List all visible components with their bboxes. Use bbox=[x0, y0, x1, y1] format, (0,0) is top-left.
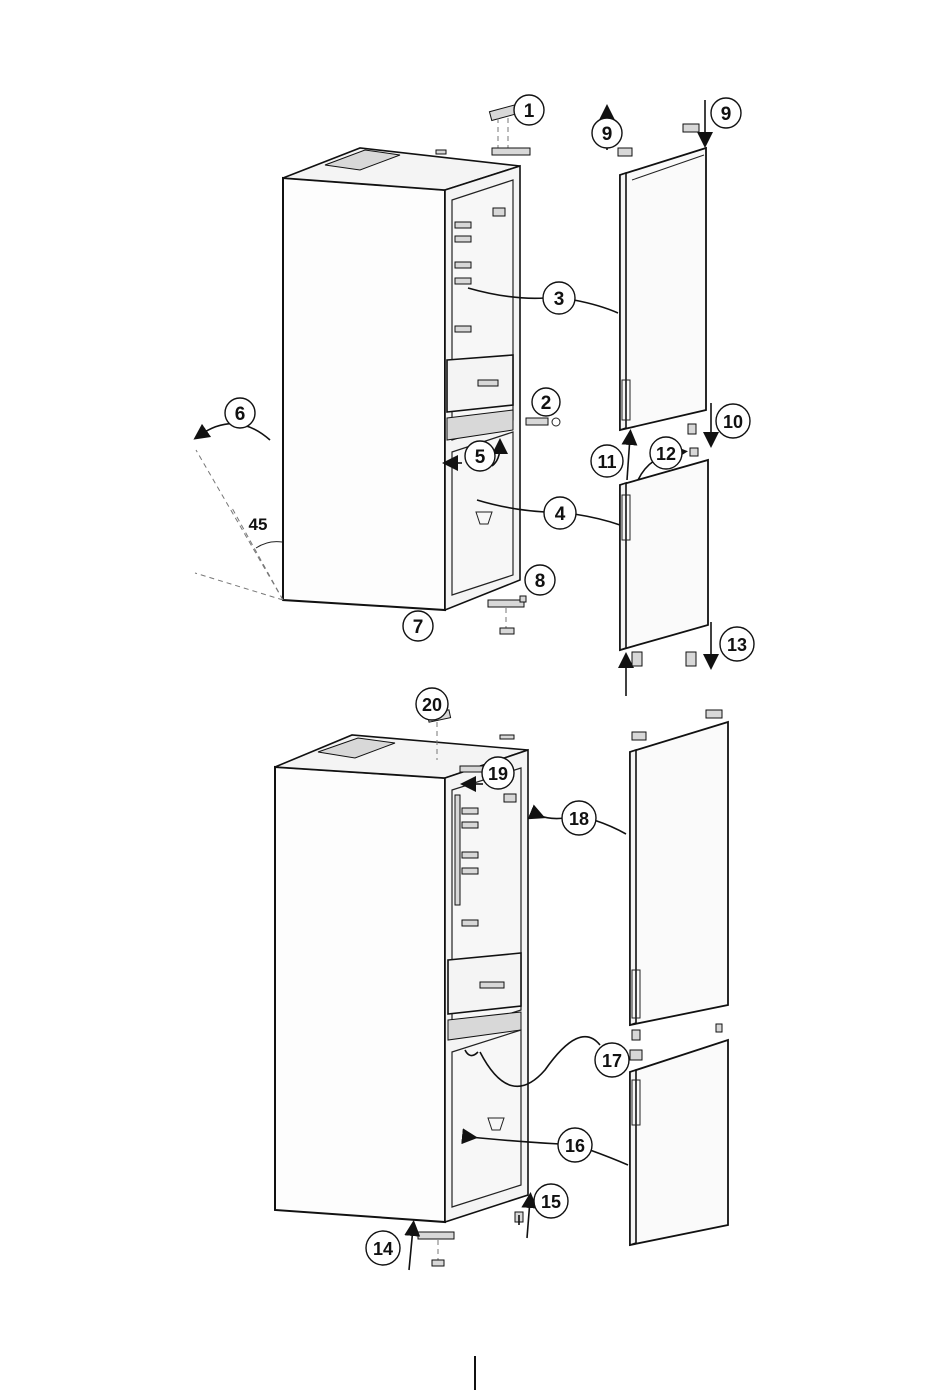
callout-2: 2 bbox=[532, 388, 560, 416]
svg-text:9: 9 bbox=[602, 124, 613, 145]
upper-door-edge-2 bbox=[630, 750, 636, 1025]
cabinet-side-panel-2 bbox=[275, 767, 445, 1222]
pointer-18-left bbox=[538, 815, 565, 819]
svg-text:6: 6 bbox=[235, 404, 246, 425]
pointer-4-right bbox=[574, 514, 620, 525]
callout-19: 19 bbox=[482, 757, 514, 789]
callout-5: 5 bbox=[465, 441, 495, 471]
svg-text:12: 12 bbox=[656, 444, 676, 464]
svg-text:16: 16 bbox=[565, 1136, 585, 1156]
svg-text:3: 3 bbox=[554, 289, 565, 310]
angle-label: 45 bbox=[249, 515, 268, 534]
callout-11: 11 bbox=[591, 445, 623, 477]
svg-text:18: 18 bbox=[569, 809, 589, 829]
svg-text:4: 4 bbox=[555, 504, 566, 525]
pointer-3-right bbox=[574, 300, 618, 313]
callout-18: 18 bbox=[562, 801, 596, 835]
svg-text:13: 13 bbox=[727, 635, 747, 655]
callout-20: 20 bbox=[416, 688, 448, 720]
callout-7: 7 bbox=[403, 611, 433, 641]
callout-12: 12 bbox=[650, 437, 682, 469]
svg-text:1: 1 bbox=[524, 101, 535, 122]
svg-text:19: 19 bbox=[488, 764, 508, 784]
lower-door-2 bbox=[630, 1040, 728, 1245]
bottom-fridge-assembly bbox=[275, 710, 728, 1270]
callout-4: 4 bbox=[544, 497, 576, 529]
callout-16: 16 bbox=[558, 1128, 592, 1162]
upper-door-2 bbox=[630, 722, 728, 1025]
lower-door-edge bbox=[620, 483, 626, 650]
svg-text:7: 7 bbox=[413, 617, 424, 638]
svg-text:8: 8 bbox=[535, 571, 546, 592]
callout-9-left: 9 bbox=[592, 118, 622, 148]
svg-text:9: 9 bbox=[721, 104, 732, 125]
freezer-compartment-2 bbox=[452, 1030, 521, 1207]
middle-hinge-parts bbox=[526, 418, 560, 426]
lower-door-edge-2 bbox=[630, 1070, 636, 1245]
callout-9-right: 9 bbox=[711, 98, 741, 128]
callout-10: 10 bbox=[716, 404, 750, 438]
drawer-handle bbox=[478, 380, 498, 386]
svg-text:15: 15 bbox=[541, 1192, 561, 1212]
svg-text:20: 20 bbox=[422, 695, 442, 715]
svg-text:5: 5 bbox=[475, 447, 486, 468]
svg-text:17: 17 bbox=[602, 1051, 622, 1071]
upper-door-edge bbox=[620, 173, 626, 430]
callout-17: 17 bbox=[595, 1043, 629, 1077]
upper-door bbox=[620, 148, 706, 430]
svg-text:11: 11 bbox=[597, 452, 616, 472]
callout-8: 8 bbox=[525, 565, 555, 595]
pointer-18-right bbox=[594, 820, 626, 834]
pointer-16-right bbox=[590, 1150, 628, 1165]
callout-3: 3 bbox=[543, 282, 575, 314]
top-fridge-assembly bbox=[195, 100, 711, 696]
door-open-angle bbox=[195, 424, 283, 600]
callout-15: 15 bbox=[534, 1184, 568, 1218]
svg-text:10: 10 bbox=[723, 412, 743, 432]
svg-text:2: 2 bbox=[541, 393, 552, 414]
lower-door bbox=[620, 460, 708, 650]
callout-14: 14 bbox=[366, 1231, 400, 1265]
callout-13: 13 bbox=[720, 627, 754, 661]
callout-6: 6 bbox=[225, 398, 255, 428]
svg-text:14: 14 bbox=[373, 1239, 393, 1259]
cabinet-side-panel bbox=[283, 178, 445, 610]
bottom-hinge-parts bbox=[488, 596, 526, 634]
callout-1: 1 bbox=[514, 95, 544, 125]
